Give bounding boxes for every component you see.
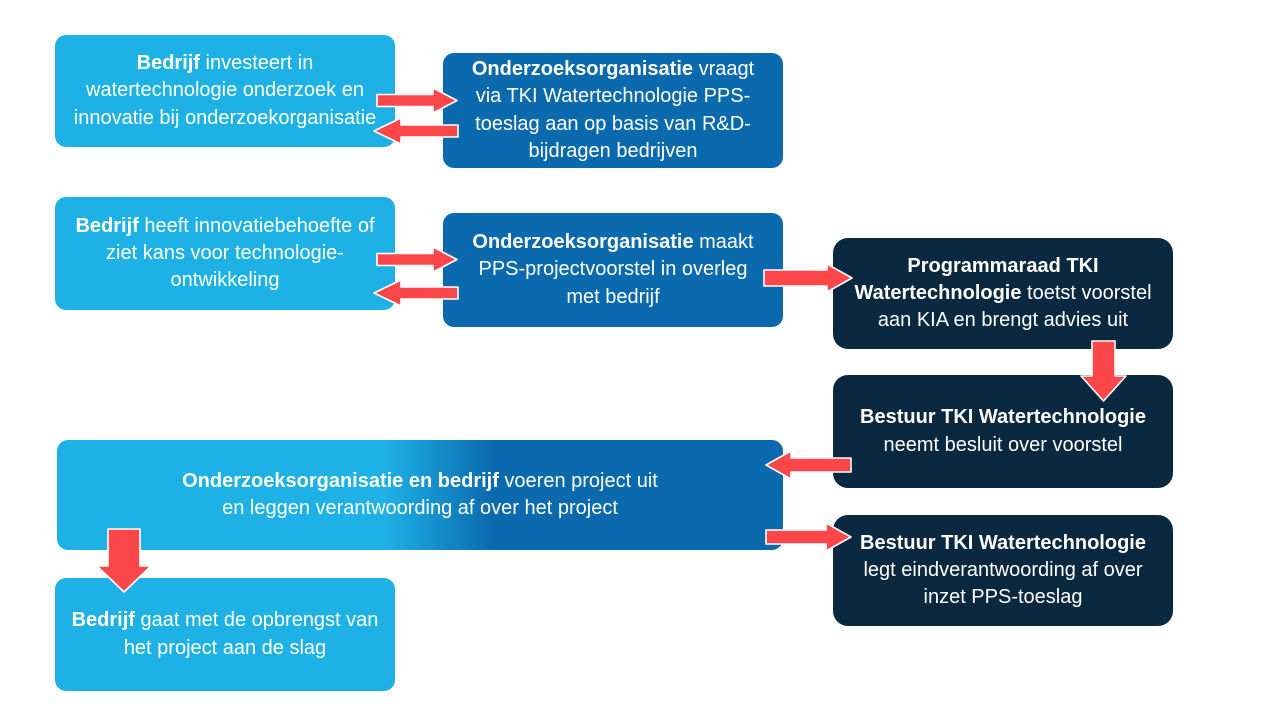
- box-onderzoeksorganisatie-maakt: Onderzoeksorganisatie maakt PPS-projectv…: [443, 213, 783, 327]
- box-bedrijf-investeert-text: Bedrijf investeert in watertechnologie o…: [73, 52, 377, 129]
- box-programmaraad-toetst-text: Programmaraad TKI Watertechnologie toets…: [854, 254, 1152, 332]
- arrow-left-icon: [373, 279, 459, 307]
- box-bedrijf-innovatiebehoefte-text: Bedrijf heeft innovatiebehoefte of ziet …: [75, 214, 375, 292]
- arrow-down-icon: [1080, 340, 1127, 402]
- box-bestuur-eindverantwoording: Bestuur TKI Watertechnologie legt eindve…: [833, 515, 1173, 626]
- arrow-right-icon: [763, 263, 853, 293]
- box-bestuur-eindverantwoording-text: Bestuur TKI Watertechnologie legt eindve…: [860, 531, 1146, 609]
- arrow-left-icon: [765, 450, 852, 480]
- arrow-right-icon: [765, 522, 852, 552]
- box-project-uitvoering: Onderzoeksorganisatie en bedrijf voeren …: [57, 440, 783, 550]
- box-bedrijf-investeert: Bedrijf investeert in watertechnologie o…: [55, 35, 395, 147]
- box-bestuur-besluit-text: Bestuur TKI Watertechnologie neemt beslu…: [860, 406, 1146, 456]
- box-bedrijf-opbrengst: Bedrijf gaat met de opbrengst van het pr…: [55, 578, 395, 691]
- box-project-uitvoering-text: Onderzoeksorganisatie en bedrijf voeren …: [182, 469, 658, 519]
- box-bedrijf-opbrengst-text: Bedrijf gaat met de opbrengst van het pr…: [71, 609, 379, 659]
- box-onderzoeksorganisatie-vraagt-text: Onderzoeksorganisatie vraagt via TKI Wat…: [471, 58, 755, 162]
- arrow-down-icon: [96, 528, 152, 593]
- arrow-left-icon: [373, 117, 459, 145]
- box-onderzoeksorganisatie-vraagt: Onderzoeksorganisatie vraagt via TKI Wat…: [443, 53, 783, 168]
- box-bestuur-besluit: Bestuur TKI Watertechnologie neemt beslu…: [833, 375, 1173, 488]
- box-onderzoeksorganisatie-maakt-text: Onderzoeksorganisatie maakt PPS-projectv…: [472, 231, 754, 308]
- arrow-right-icon: [376, 246, 458, 273]
- arrow-right-icon: [376, 87, 458, 114]
- box-bedrijf-innovatiebehoefte: Bedrijf heeft innovatiebehoefte of ziet …: [55, 197, 395, 310]
- box-programmaraad-toetst: Programmaraad TKI Watertechnologie toets…: [833, 238, 1173, 349]
